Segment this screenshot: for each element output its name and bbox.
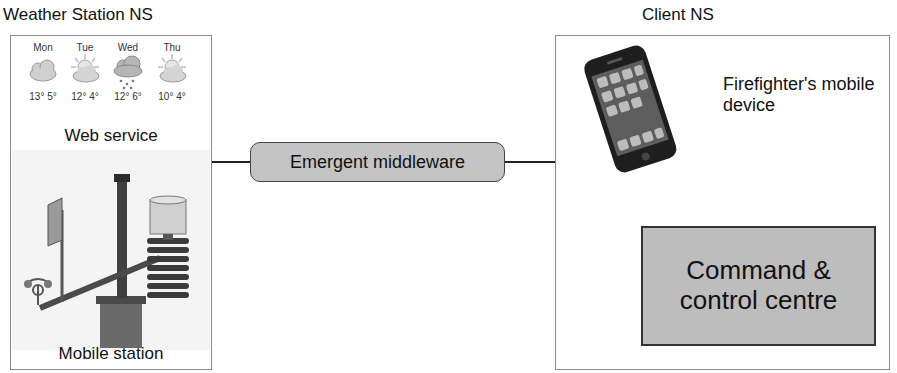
station-region: Weather Station NSWeb serviceMobile stat… — [10, 35, 212, 370]
control-centre-box: Command & control centre — [641, 226, 876, 346]
region-heading: Weather Station NS — [3, 5, 223, 25]
day-label: Tue — [77, 42, 94, 53]
box-label: Command & control centre — [653, 256, 864, 316]
connector-segment — [505, 161, 555, 163]
sun-cloud-icon — [71, 54, 99, 82]
region-heading: Client NS — [642, 5, 842, 25]
cloud-icon — [30, 60, 56, 81]
client-region: Client NSFirefighter's mobile deviceComm… — [555, 35, 890, 370]
part-label: Web service — [11, 126, 211, 146]
temperature-label: 13° 5° — [29, 91, 56, 102]
part-label: Mobile station — [11, 344, 211, 364]
sun-cloud-icon — [158, 54, 186, 82]
temperature-label: 12° 6° — [114, 91, 141, 102]
weather-station-picture — [12, 150, 210, 350]
device-label: Firefighter's mobile device — [723, 74, 883, 115]
temperature-label: 12° 4° — [71, 91, 98, 102]
connector-line — [212, 162, 250, 163]
day-label: Thu — [163, 42, 180, 53]
connector-segment — [212, 161, 250, 163]
phone-picture — [582, 43, 679, 175]
connector-line — [505, 162, 555, 163]
middleware-box: Emergent middleware — [250, 142, 505, 182]
rain-cloud-icon — [114, 56, 142, 89]
temperature-label: 10° 4° — [158, 91, 185, 102]
day-label: Wed — [118, 42, 138, 53]
box-label: Emergent middleware — [290, 152, 465, 173]
day-label: Mon — [33, 42, 52, 53]
